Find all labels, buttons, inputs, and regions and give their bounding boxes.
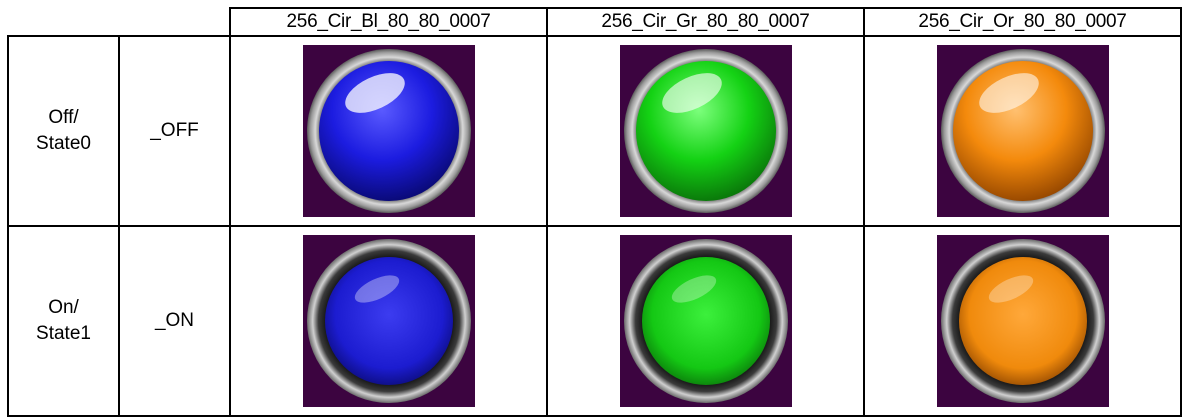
lamp-cell-blue-off: [229, 35, 548, 227]
header-blank-cell: [8, 8, 231, 37]
column-header-orange: 256_Cir_Or_80_80_0007: [863, 7, 1182, 37]
state-number-off: State0: [36, 133, 91, 154]
lamp-tile-orange-on: [936, 235, 1109, 407]
lamp-cell-blue-on: [229, 225, 548, 417]
circle-lamp-icon: [623, 49, 788, 213]
lamp-tile-blue-on: [302, 235, 475, 407]
state-cell-off: Off/ State0: [7, 35, 120, 227]
table-row-on: On/ State1 _ON: [7, 225, 1182, 417]
state-label-off: Off/ State0: [9, 105, 118, 157]
state-number-on: State1: [36, 323, 91, 344]
state-name-off: Off/: [48, 107, 79, 128]
suffix-label-off: _OFF: [150, 120, 199, 141]
header-row: 256_Cir_Bl_80_80_0007 256_Cir_Gr_80_80_0…: [8, 7, 1182, 37]
suffix-label-on: _ON: [154, 310, 195, 331]
lamp-tile-orange-off: [936, 45, 1109, 217]
suffix-cell-off: _OFF: [118, 35, 231, 227]
table-row-off: Off/ State0 _OFF: [7, 35, 1182, 227]
suffix-cell-on: _ON: [118, 225, 231, 417]
state-label-on: On/ State1: [9, 295, 118, 347]
circle-lamp-icon: [306, 49, 471, 213]
column-header-blue: 256_Cir_Bl_80_80_0007: [229, 7, 548, 37]
lamp-cell-green-on: [546, 225, 865, 417]
lamp-tile-blue-off: [302, 45, 475, 217]
state-name-on: On/: [48, 297, 79, 318]
lamp-state-table: 256_Cir_Bl_80_80_0007 256_Cir_Gr_80_80_0…: [7, 7, 1182, 417]
circle-lamp-icon: [623, 239, 788, 403]
lamp-cell-orange-off: [863, 35, 1182, 227]
circle-lamp-icon: [306, 239, 471, 403]
circle-lamp-icon: [940, 49, 1105, 213]
state-cell-on: On/ State1: [7, 225, 120, 417]
circle-lamp-icon: [940, 239, 1105, 403]
lamp-tile-green-on: [619, 235, 792, 407]
lamp-cell-green-off: [546, 35, 865, 227]
lamp-cell-orange-on: [863, 225, 1182, 417]
lamp-tile-green-off: [619, 45, 792, 217]
column-header-green: 256_Cir_Gr_80_80_0007: [546, 7, 865, 37]
